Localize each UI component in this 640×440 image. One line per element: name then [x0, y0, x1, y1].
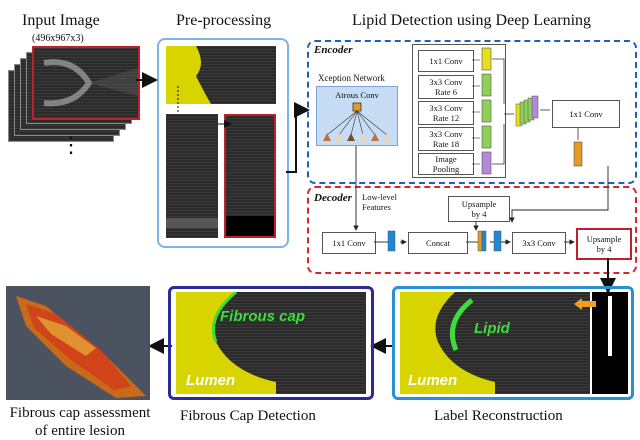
feature-bar-green1	[481, 73, 492, 97]
encoder-block-label: 3x3 Conv	[429, 77, 463, 87]
final-upsample-label: Upsample	[586, 234, 622, 244]
decoder-3x3-conv: 3x3 Conv	[512, 232, 566, 254]
more-images-ellipsis: ⋮	[60, 132, 82, 157]
fibrous-cap-image: Fibrous cap Lumen	[176, 292, 366, 394]
decoder-panel	[307, 186, 637, 274]
lipid-image: Lipid Lumen	[400, 292, 590, 394]
atrous-conv-label: Atrous Conv	[335, 90, 379, 100]
feature-bar-purple	[481, 151, 492, 175]
input-image-dims: (496x967x3)	[32, 33, 84, 44]
fca-line1: Fibrous cap assessment	[9, 405, 151, 421]
encoder-block-image-pooling: Image Pooling	[418, 153, 474, 175]
encoder-label: Encoder	[314, 44, 353, 56]
input-image-title: Input Image	[22, 12, 100, 29]
concat-label: Concat	[425, 238, 451, 248]
encoder-block-sublabel: Rate 6	[435, 87, 457, 97]
feature-bar-green2	[481, 99, 492, 123]
lumen-text-2: Lumen	[408, 372, 458, 389]
low-level-features-label: Low-level Features	[362, 192, 397, 212]
decoder-concat: Concat	[408, 232, 468, 254]
fibrous-cap-detection-panel	[168, 286, 374, 400]
fibrous-cap-text: Fibrous cap	[220, 308, 306, 325]
preprocessing-panel	[157, 38, 289, 248]
feature-bar-yellow	[481, 47, 492, 71]
encoder-block-rate6: 3x3 Conv Rate 6	[418, 75, 474, 99]
atrous-conv-box: Atrous Conv	[316, 86, 398, 146]
fibrous-cap-assessment-caption: Fibrous cap assessment of entire lesion	[0, 404, 160, 440]
preprocessed-image-top	[166, 46, 276, 104]
decoder-1x1-conv: 1x1 Conv	[322, 232, 376, 254]
pipeline-arrows	[353, 146, 609, 252]
encoder-block-sublabel: Rate 18	[432, 139, 460, 149]
encoder-output-bar	[573, 141, 583, 167]
encoder-block-1x1-conv: 1x1 Conv	[418, 50, 474, 72]
merge-conv-label: 1x1 Conv	[569, 109, 603, 119]
low-level-line1: Low-level	[362, 192, 397, 202]
encoder-block-label: 3x3 Conv	[429, 129, 463, 139]
input-image-stack	[0, 46, 150, 160]
encoder-merge-1x1-conv: 1x1 Conv	[552, 100, 620, 128]
fibrous-cap-detection-title: Fibrous Cap Detection	[180, 408, 316, 424]
decoder-final-upsample: Upsample by 4	[576, 228, 632, 260]
encoder-block-label: 1x1 Conv	[429, 56, 463, 66]
fca-line2: of entire lesion	[35, 423, 125, 439]
decoder-conv3-label: 3x3 Conv	[522, 238, 556, 248]
encoder-feature-graphics	[472, 47, 583, 175]
lesion-3d-render	[6, 286, 150, 400]
input-image-front	[32, 46, 140, 120]
upsample-sublabel: by 4	[471, 209, 487, 219]
lumen-text-1: Lumen	[186, 372, 236, 389]
label-reconstruction-title: Label Reconstruction	[434, 408, 563, 424]
preprocessed-image-right	[224, 114, 276, 238]
encoder-block-sublabel: Pooling	[432, 164, 460, 174]
feature-bar-green3	[481, 125, 492, 149]
preprocessing-title: Pre-processing	[176, 12, 272, 29]
encoder-block-rate18: 3x3 Conv Rate 18	[418, 127, 474, 151]
decoder-upsample-by-4: Upsample by 4	[448, 196, 510, 222]
low-level-line2: Features	[362, 202, 391, 212]
label-mask-image	[592, 292, 628, 394]
lipid-text: Lipid	[474, 320, 510, 337]
encoder-block-label: 3x3 Conv	[429, 103, 463, 113]
encoder-branches	[412, 44, 506, 178]
orange-arrow-icon	[574, 298, 596, 310]
decoder-label: Decoder	[314, 192, 352, 204]
encoder-block-sublabel: Rate 12	[432, 113, 460, 123]
preprocessed-image-left	[166, 114, 218, 238]
encoder-block-label: Image	[435, 154, 457, 164]
upsample-label: Upsample	[461, 199, 497, 209]
encoder-block-rate12: 3x3 Conv Rate 12	[418, 101, 474, 125]
final-upsample-sublabel: by 4	[596, 244, 612, 254]
decoder-conv1-label: 1x1 Conv	[332, 238, 366, 248]
lipid-detection-title: Lipid Detection using Deep Learning	[352, 12, 592, 29]
xception-network-label: Xception Network	[318, 73, 385, 83]
label-reconstruction-panel	[392, 286, 634, 400]
